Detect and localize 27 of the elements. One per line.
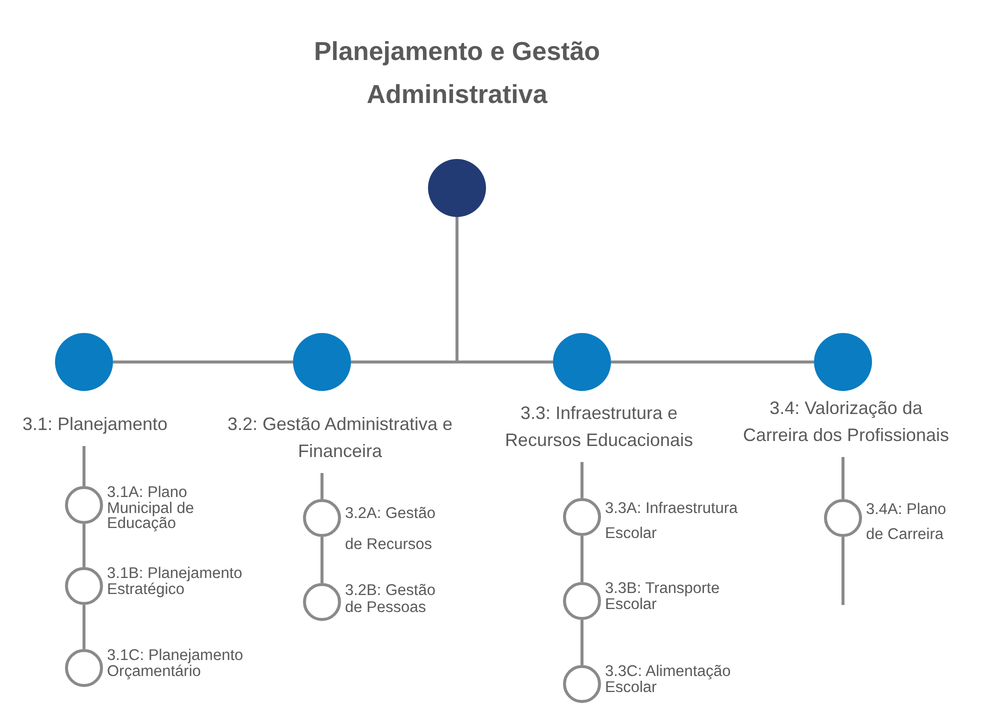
connector-line [320, 473, 324, 499]
branch-label: 3.2: Gestão Administrativa e Financeira [226, 413, 454, 463]
sub-item-label: 3.3C: Alimentação Escolar [605, 664, 732, 695]
connector-line [113, 360, 293, 364]
branch-label: 3.1: Planejamento [21, 413, 169, 436]
sub-item-label: 3.1B: Planejamento Estratégico [107, 566, 244, 597]
sub-item-label: 3.1A: Plano Municipal de Educação [107, 485, 196, 532]
connector-line [580, 536, 584, 582]
sub-item-label: 3.1C: Planejamento Orçamentário [107, 648, 244, 679]
branch-label: 3.4: Valorização da Carreira dos Profissionais [742, 397, 950, 447]
diagram-title: Planejamento e Gestão Administrativa [312, 35, 602, 111]
connector-line [580, 620, 584, 665]
connector-line [456, 217, 553, 364]
sub-item-label: 3.2B: Gestão de Pessoas [345, 582, 436, 616]
branch-label: 3.3: Infraestrutura e Recursos Educacionais [504, 402, 694, 452]
connector-line [580, 462, 584, 498]
sub-item-label: 3.2A: Gestão de Recursos [345, 504, 436, 555]
connector-line [842, 537, 844, 605]
connector-line [611, 360, 814, 364]
connector-line [842, 457, 844, 499]
sub-item-label: 3.4A: Plano de Carreira [866, 500, 948, 545]
sub-item-label: 3.3B: Transporte Escolar [605, 581, 721, 612]
connector-line [82, 524, 86, 567]
connector-line [82, 605, 86, 649]
connector-line [320, 537, 324, 583]
connector-line [82, 446, 86, 486]
sub-item-label: 3.3A: Infraestrutura Escolar [605, 499, 739, 544]
